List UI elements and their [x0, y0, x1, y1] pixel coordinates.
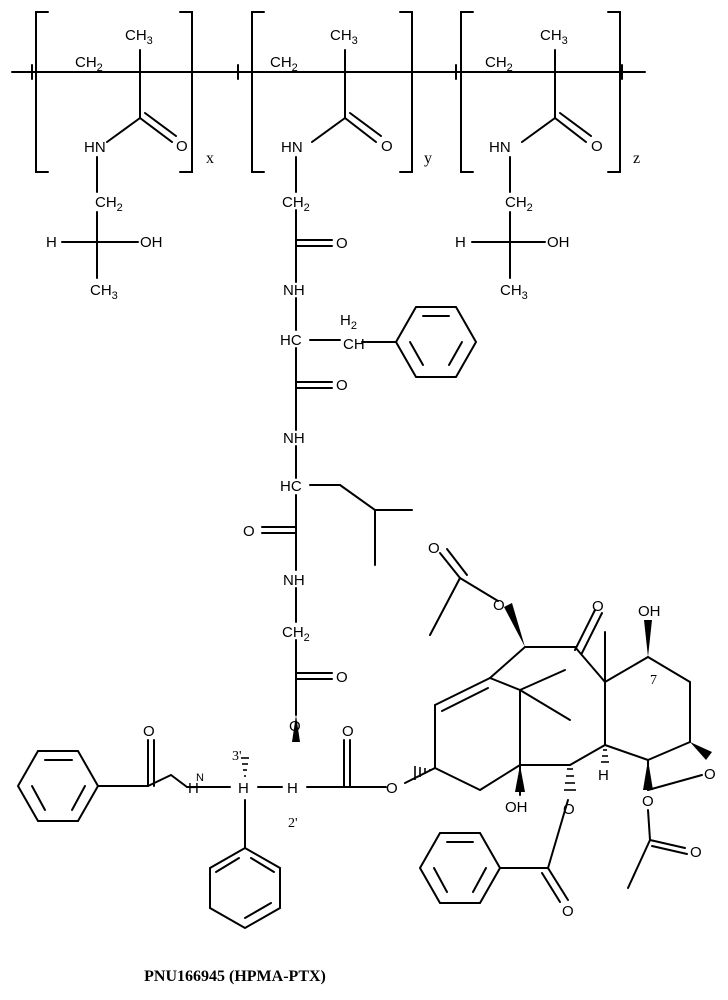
bonds [11, 11, 703, 930]
carbonyl-oxygen-label: O [562, 903, 574, 920]
methylene-label: CH2 [505, 194, 533, 214]
carbonyl-oxygen-label: O [342, 723, 354, 740]
methylene-label: CH2 [95, 194, 123, 214]
methyl-label: CH3 [500, 282, 528, 302]
hydroxyl-label: OH [140, 234, 163, 251]
ester-oxygen-label: O [642, 793, 654, 810]
hydroxyl-label: OH [638, 603, 661, 620]
methyl-label: CH3 [125, 27, 153, 47]
hydrogen-label: H [287, 780, 298, 797]
figure-caption: PNU166945 (HPMA-PTX) [144, 968, 326, 985]
oxetane-oxygen-label: O [704, 766, 716, 783]
methyl-label: CH3 [90, 282, 118, 302]
position-2-prime: 2' [288, 816, 298, 831]
wedge-2-prime [292, 715, 300, 742]
methyl-label: CH3 [330, 27, 358, 47]
ester-oxygen-label: O [386, 780, 398, 797]
carbonyl-oxygen-label: O [381, 138, 393, 155]
methylene-label: CH2 [75, 54, 103, 74]
ester-oxygen-label: O [493, 597, 505, 614]
amide-n-label: N [196, 772, 204, 784]
ketone-oxygen-label: O [592, 598, 604, 615]
position-7: 7 [650, 673, 657, 688]
amide-nh-label: NH [283, 282, 305, 299]
carbonyl-oxygen-label: O [143, 723, 155, 740]
stereo-hashes [241, 749, 609, 791]
carbonyl-oxygen-label: O [336, 235, 348, 252]
carbonyl-oxygen-label: O [591, 138, 603, 155]
amide-nh-label: H [188, 780, 199, 797]
amide-nh-label: HN [281, 139, 303, 156]
hydroxyl-label: OH [505, 799, 528, 816]
benzylic-methylene-label: H2 [340, 312, 357, 332]
atom-labels: CH3 CH3 CH3 CH2 CH2 CH2 HN HN HN O O O x… [46, 27, 716, 920]
position-3-prime: 3' [232, 749, 242, 764]
methylene-label: CH2 [282, 624, 310, 644]
repeat-unit-y: y [424, 150, 432, 167]
methyl-label: CH3 [540, 27, 568, 47]
carbonyl-oxygen-label: O [690, 844, 702, 861]
hydrogen-label: H [46, 234, 57, 251]
wedge-10-acetoxy [504, 603, 525, 647]
ester-oxygen-label: O [563, 801, 575, 818]
wedge-4-acetoxy [643, 760, 653, 790]
stereo-wedges [292, 603, 712, 792]
amide-nh-label: HN [84, 139, 106, 156]
wedge-1-hydroxyl [515, 765, 525, 792]
amide-nh-label: NH [283, 430, 305, 447]
amide-nh-label: NH [283, 572, 305, 589]
acetyl-oxygen-label: O [428, 540, 440, 557]
carbonyl-oxygen-label: O [336, 669, 348, 686]
alpha-carbon-label: HC [280, 478, 302, 495]
methylene-label: CH2 [282, 194, 310, 214]
carbonyl-oxygen-label: O [243, 523, 255, 540]
repeat-unit-z: z [633, 150, 640, 167]
repeat-unit-x: x [206, 150, 214, 167]
benzylic-carbon-label: CH [343, 336, 365, 353]
hydrogen-label: H [598, 767, 609, 784]
alpha-carbon-label: HC [280, 332, 302, 349]
wedge-oxetane [690, 742, 712, 760]
carbonyl-oxygen-label: O [336, 377, 348, 394]
wedge-7-hydroxyl [644, 620, 652, 657]
hydrogen-label: H [455, 234, 466, 251]
ester-oxygen-label: O [289, 718, 301, 735]
methylene-label: CH2 [485, 54, 513, 74]
methylene-label: CH2 [270, 54, 298, 74]
carbonyl-oxygen-label: O [176, 138, 188, 155]
hydrogen-label: H [238, 780, 249, 797]
amide-nh-label: HN [489, 139, 511, 156]
chemical-structure: CH3 CH3 CH3 CH2 CH2 CH2 HN HN HN O O O x… [11, 11, 716, 930]
hydroxyl-label: OH [547, 234, 570, 251]
